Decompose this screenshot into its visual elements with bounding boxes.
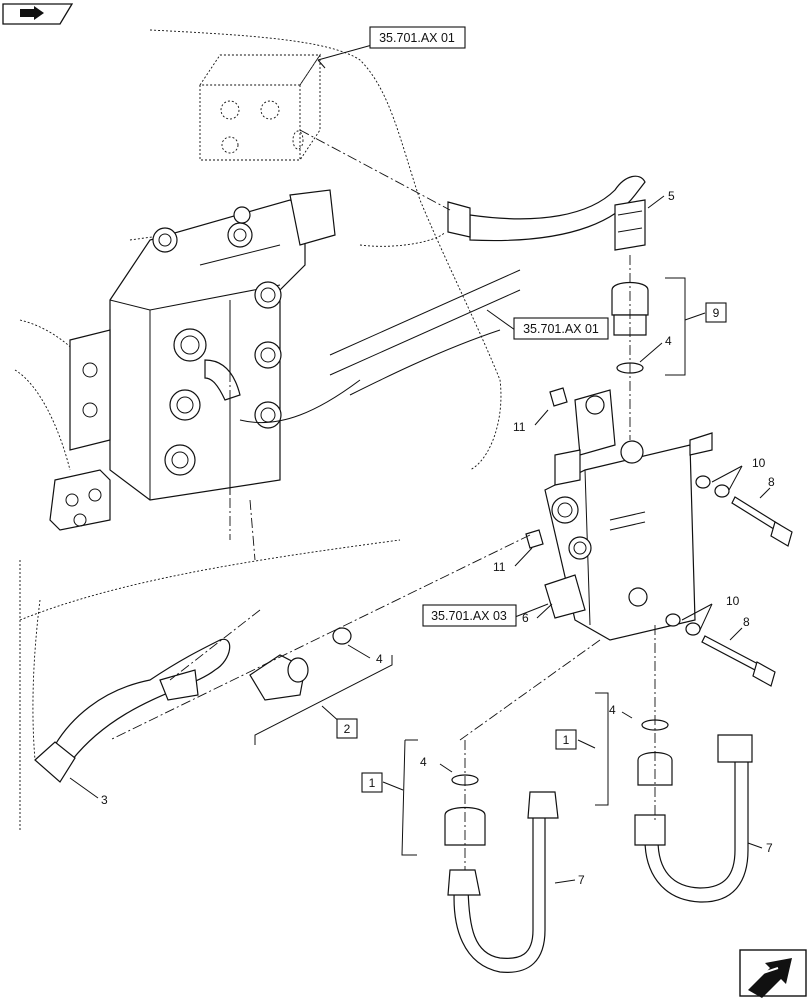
callout-8-bottom: 8 — [743, 615, 750, 629]
callout-6: 6 — [522, 611, 529, 625]
kit-box-2-label: 2 — [344, 722, 351, 736]
kit-box-2: 2 — [336, 718, 358, 739]
callout-4-top: 4 — [665, 334, 672, 348]
kit-brackets — [254, 277, 706, 856]
washers-part-10 — [665, 475, 730, 636]
callout-10-bottom: 10 — [726, 594, 740, 608]
callout-7-right: 7 — [766, 841, 773, 855]
callout-leaders — [69, 44, 771, 884]
valve-body-part-6 — [544, 389, 713, 641]
callout-8-top: 8 — [768, 475, 775, 489]
ref-box-top[interactable]: 35.701.AX 01 — [369, 26, 466, 49]
pipe-part-3 — [34, 638, 231, 783]
tube-part-5 — [447, 175, 646, 251]
ref-box-valve-label[interactable]: 35.701.AX 03 — [431, 609, 507, 623]
elbow-fitting — [249, 627, 352, 701]
book-arrow-icon[interactable] — [2, 3, 74, 25]
hose-bundle — [239, 269, 521, 424]
callout-7-left: 7 — [578, 873, 585, 887]
callout-11-top: 11 — [513, 420, 526, 434]
callout-5: 5 — [668, 189, 675, 203]
manifold-block-upper — [199, 53, 321, 161]
callout-4-left: 4 — [376, 652, 383, 666]
ref-box-valve[interactable]: 35.701.AX 03 — [422, 604, 517, 627]
nut-part-11 — [525, 387, 568, 549]
callout-3: 3 — [101, 793, 108, 807]
kit-box-9: 9 — [705, 302, 727, 323]
callout-numbers: 5 4 11 10 8 11 6 10 8 4 3 4 4 7 7 — [101, 189, 775, 887]
kit-box-1-right-label: 1 — [563, 733, 570, 747]
kit-box-1-left: 1 — [361, 772, 383, 793]
ref-box-mid[interactable]: 35.701.AX 01 — [513, 317, 609, 340]
kit-box-1-right: 1 — [555, 729, 577, 750]
callout-10-top: 10 — [752, 456, 766, 470]
kit-box-9-label: 9 — [713, 306, 720, 320]
next-page-arrow-icon[interactable] — [739, 949, 807, 998]
callout-11-bottom: 11 — [493, 560, 506, 574]
callout-4-lower-left: 4 — [420, 755, 427, 769]
u-tube-left-part-7 — [444, 774, 559, 973]
kit-box-1-left-label: 1 — [369, 776, 376, 790]
u-tube-right-part-7 — [634, 719, 753, 903]
center-lines — [109, 129, 656, 870]
ref-box-top-label[interactable]: 35.701.AX 01 — [379, 31, 455, 45]
bolts-part-8 — [701, 496, 793, 687]
control-valve-stack — [49, 189, 336, 531]
ref-box-mid-label[interactable]: 35.701.AX 01 — [523, 322, 599, 336]
callout-4-lower-right: 4 — [609, 703, 616, 717]
